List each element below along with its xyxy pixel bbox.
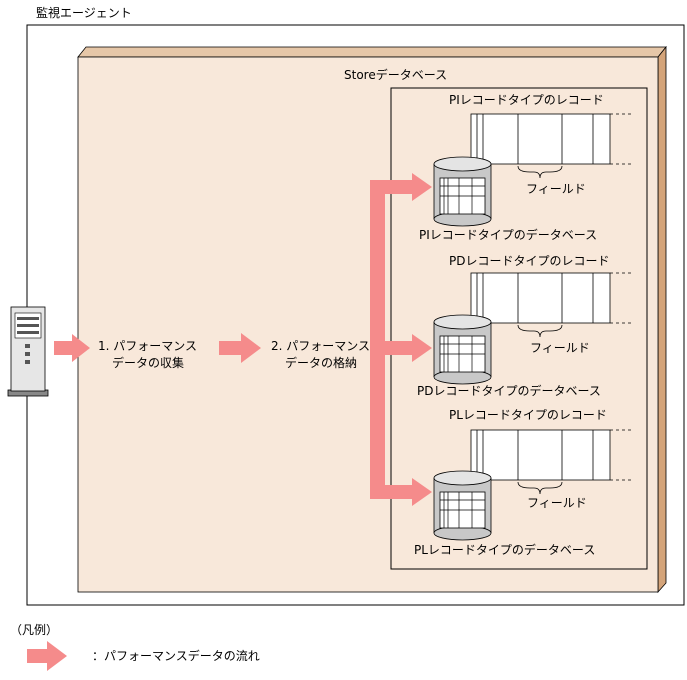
record-table <box>458 113 634 179</box>
record-group-pd: PDレコードタイプのレコード フィールド <box>417 254 634 398</box>
database-cylinder-icon <box>433 156 492 227</box>
store-flow-arrow <box>219 333 261 363</box>
store-db-title: Storeデータベース <box>344 67 447 82</box>
database-cylinder-icon <box>433 470 492 541</box>
record-label: PIレコードタイプのレコード <box>449 93 604 107</box>
record-group-pi: PIレコードタイプのレコード フィールド <box>419 93 634 242</box>
db-label: PLレコードタイプのデータベース <box>414 542 595 557</box>
legend-flow-arrow <box>27 641 67 671</box>
step1-line2: データの収集 <box>112 355 184 370</box>
record-frame <box>390 87 648 570</box>
db-label: PDレコードタイプのデータベース <box>417 383 601 398</box>
record-label: PLレコードタイプのレコード <box>449 408 607 422</box>
field-label: フィールド <box>526 182 586 196</box>
step2-line1: 2. パフォーマンス <box>271 339 370 353</box>
step1-line1: 1. パフォーマンス <box>98 339 197 353</box>
branch-flow-arrows <box>370 173 432 506</box>
database-cylinder-icon <box>433 314 492 385</box>
record-table <box>458 429 634 495</box>
step2-line2: データの格納 <box>285 355 357 370</box>
agent-title: 監視エージェント <box>36 5 132 20</box>
field-label: フィールド <box>530 341 590 355</box>
record-label: PDレコードタイプのレコード <box>449 254 609 268</box>
legend-item-text: ：パフォーマンスデータの流れ <box>92 648 260 663</box>
field-label: フィールド <box>527 496 587 510</box>
db-label: PIレコードタイプのデータベース <box>419 227 597 242</box>
record-group-pl: PLレコードタイプのレコード フィールド <box>414 408 634 557</box>
legend-title: （凡例） <box>10 623 58 637</box>
server-icon <box>7 306 49 397</box>
collect-flow-arrow <box>54 334 90 362</box>
record-table <box>458 272 634 338</box>
